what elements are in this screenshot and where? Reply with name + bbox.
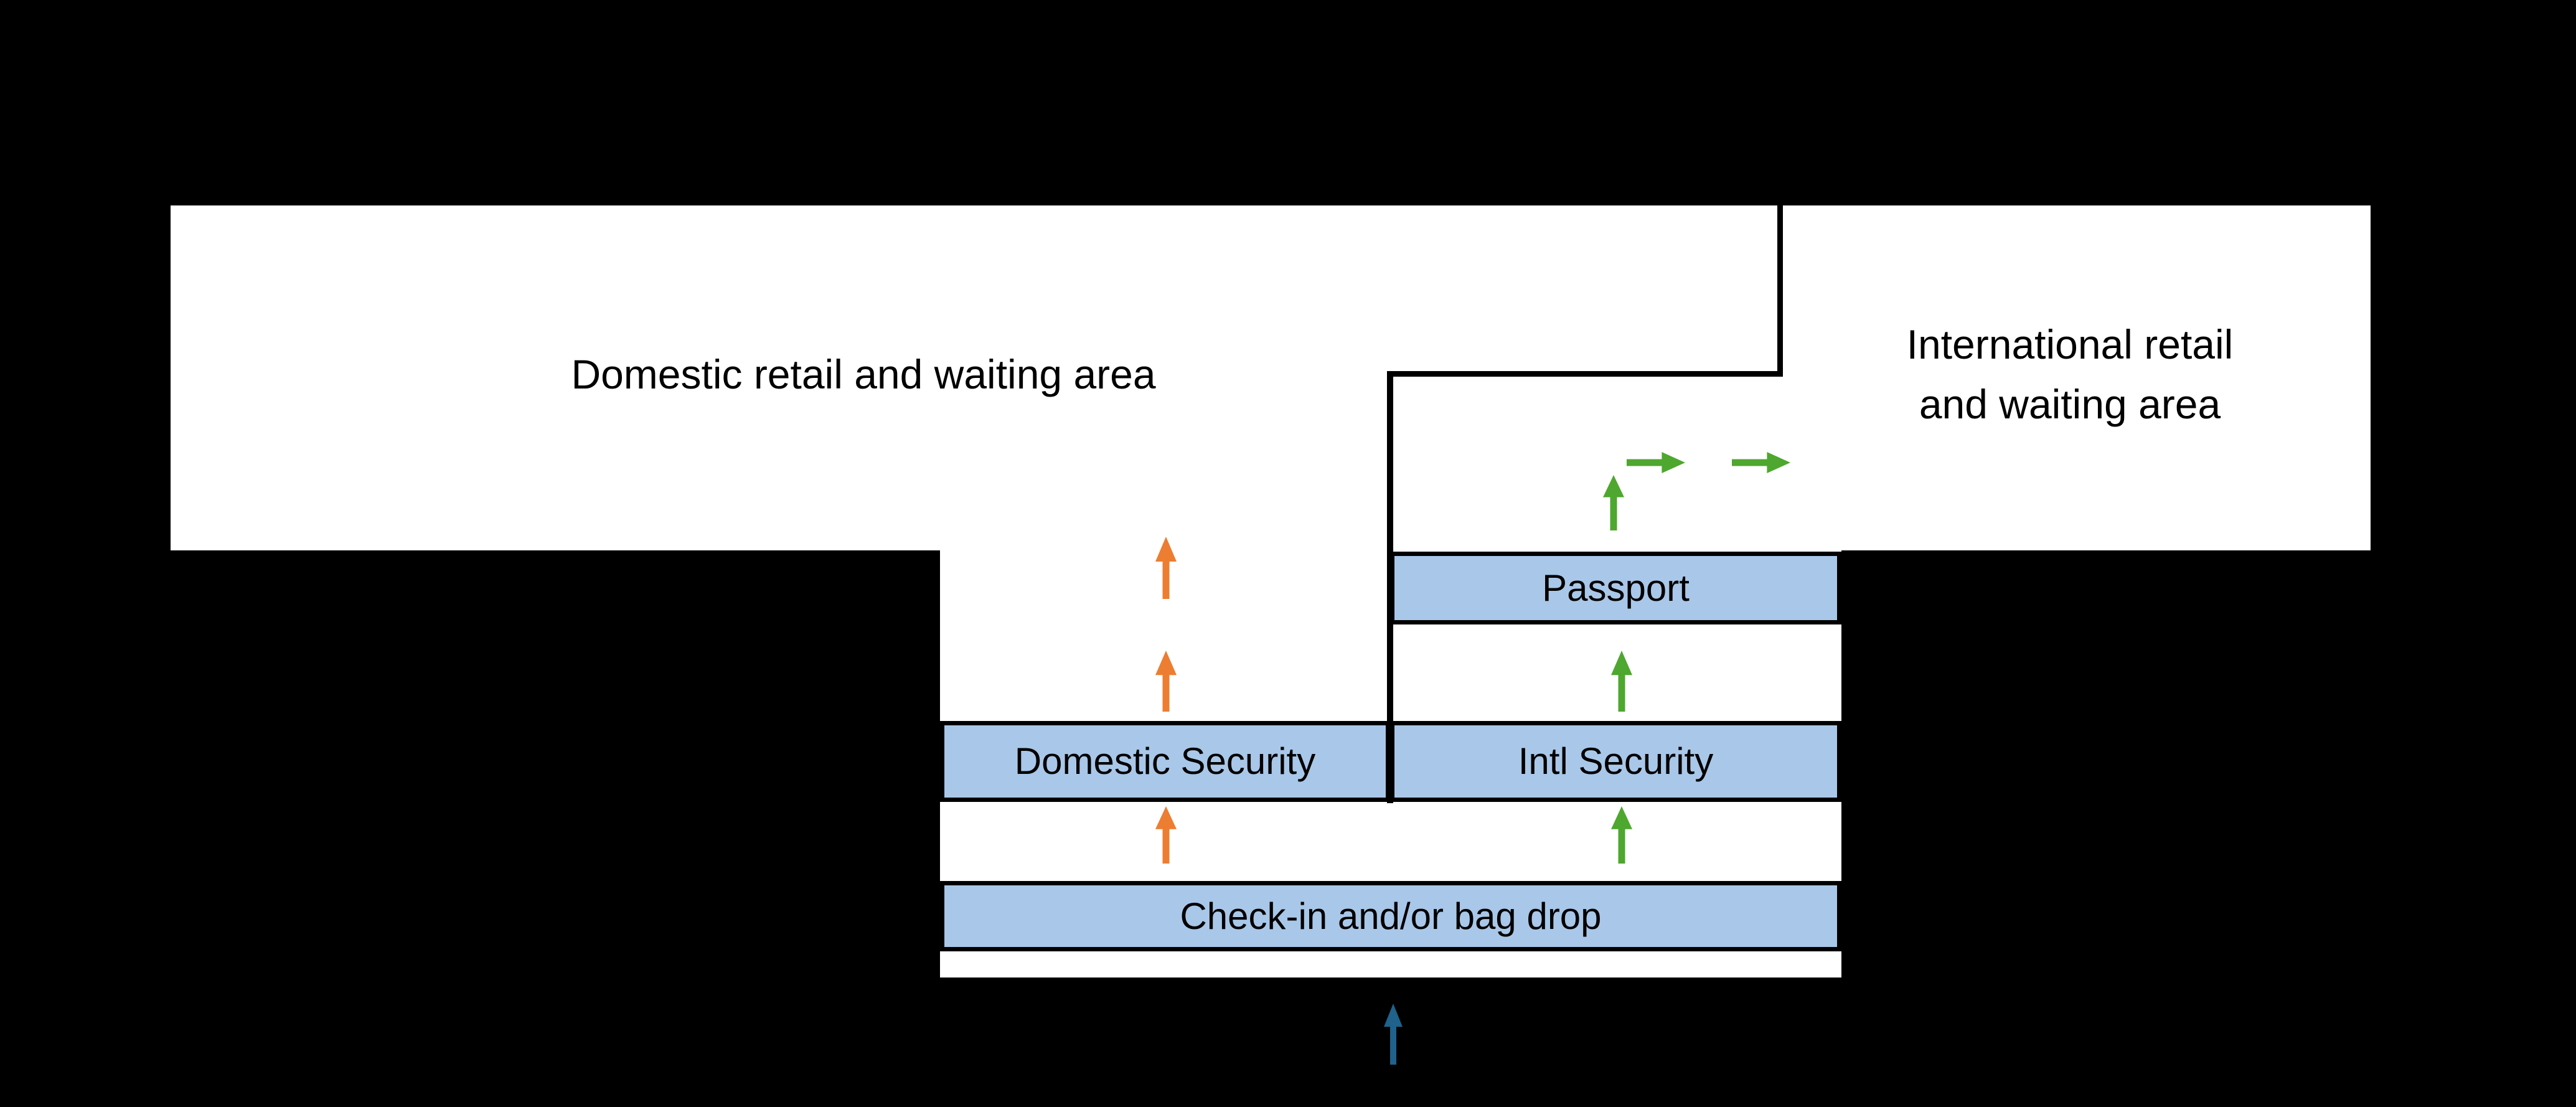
checkin-bag-drop-label: Check-in and/or bag drop xyxy=(1180,895,1602,937)
international-area-wall-horizontal xyxy=(1387,371,1783,377)
domestic-security-box: Domestic Security xyxy=(940,721,1390,802)
checkin-bag-drop-box: Check-in and/or bag drop xyxy=(940,881,1841,951)
intl-flow-right-arrow-icon xyxy=(1732,452,1790,473)
retail-waiting-floor xyxy=(171,205,2371,550)
domestic-flow-up-arrow-icon xyxy=(1155,537,1177,599)
intl-flow-right-arrow-icon xyxy=(1627,452,1685,473)
terminal-entry-up-arrow-icon xyxy=(1383,1004,1404,1065)
domestic-flow-up-arrow-icon xyxy=(1155,806,1177,864)
intl-flow-up-arrow-icon xyxy=(1603,475,1624,530)
intl-flow-up-arrow-icon xyxy=(1611,651,1632,712)
passport-control-box: Passport xyxy=(1390,552,1841,624)
intl-security-label: Intl Security xyxy=(1518,740,1714,782)
domestic-security-label: Domestic Security xyxy=(1014,740,1316,782)
intl-flow-up-arrow-icon xyxy=(1611,806,1632,864)
domestic-flow-up-arrow-icon xyxy=(1155,651,1177,712)
international-retail-area-label: International retail and waiting area xyxy=(1906,321,2234,427)
intl-security-box: Intl Security xyxy=(1390,721,1841,802)
international-area-wall-vertical xyxy=(1777,205,1783,376)
domestic-retail-area-label: Domestic retail and waiting area xyxy=(571,351,1156,397)
passport-control-label: Passport xyxy=(1542,567,1690,609)
